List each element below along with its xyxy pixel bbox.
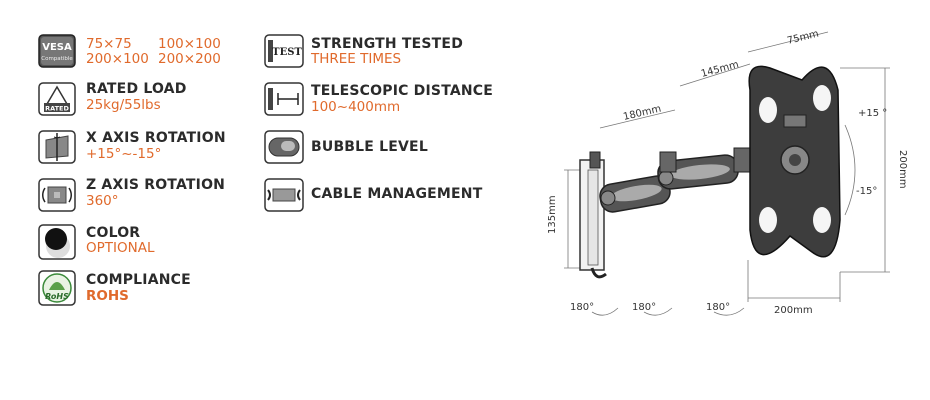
vesa-icon: VESA Compatible: [38, 34, 76, 68]
vesa-icon-subtext: Compatible: [41, 56, 73, 62]
z-axis-value: 360°: [86, 193, 119, 209]
rated-icon-text: RATED: [45, 105, 69, 113]
x-axis-value: +15°~-15°: [86, 146, 162, 162]
color-value: OPTIONAL: [86, 240, 155, 256]
dim-200mm-horizontal: 200mm: [774, 305, 813, 316]
rohs-icon: RoHS: [38, 270, 76, 306]
vesa-size: 200×100: [86, 51, 149, 67]
x-axis-rotation-icon: [38, 130, 76, 164]
telescopic-icon: [264, 82, 304, 116]
dim-75mm: 75mm: [786, 28, 820, 46]
vesa-size: 75×75: [86, 36, 132, 52]
strength-title: STRENGTH TESTED: [311, 36, 464, 52]
vesa-plate: [748, 65, 841, 258]
tilt-up-label: +15 °: [858, 108, 887, 119]
vesa-icon-text: VESA: [42, 42, 72, 53]
cable-management-title: CABLE MANAGEMENT: [311, 186, 483, 202]
tilt-down-label: -15°: [856, 186, 877, 197]
cable-management-icon: [264, 178, 304, 212]
bubble-level-icon: [264, 130, 304, 164]
x-axis-title: X AXIS ROTATION: [86, 130, 226, 146]
arm-segment: [657, 147, 751, 190]
dim-180mm: 180mm: [622, 104, 662, 123]
test-icon-text: TEST: [272, 47, 302, 58]
telescopic-title: TELESCOPIC DISTANCE: [311, 83, 494, 99]
vesa-sizes: 75×75 100×100 200×100 200×200: [86, 37, 221, 67]
wall-mount-diagram: 75mm 145mm 180mm 135mm 200mm 200mm +15 °…: [540, 20, 920, 330]
rated-load-value: 25kg/55lbs: [86, 97, 161, 113]
vesa-size: 200×200: [158, 51, 221, 67]
telescopic-value: 100~400mm: [311, 99, 401, 115]
swivel-label: 180°: [706, 302, 730, 313]
vesa-size: 100×100: [158, 36, 221, 52]
test-icon: TEST: [264, 34, 304, 68]
arm-segment: [599, 175, 671, 213]
dim-200mm-vertical: 200mm: [897, 150, 908, 189]
color-title: COLOR: [86, 225, 141, 241]
rohs-icon-text: RoHS: [45, 292, 69, 301]
strength-value: THREE TIMES: [311, 51, 402, 67]
color-icon: [38, 224, 76, 260]
rated-load-title: RATED LOAD: [86, 81, 187, 97]
z-axis-title: Z AXIS ROTATION: [86, 177, 226, 193]
swivel-label: 180°: [570, 302, 594, 313]
dim-145mm: 145mm: [700, 59, 740, 80]
compliance-value: ROHS: [86, 288, 129, 304]
bubble-level-title: BUBBLE LEVEL: [311, 139, 428, 155]
wall-plate: [579, 151, 607, 279]
z-axis-rotation-icon: [38, 178, 76, 212]
compliance-title: COMPLIANCE: [86, 272, 191, 288]
dim-135mm: 135mm: [547, 195, 558, 234]
rated-load-icon: RATED: [38, 82, 76, 116]
swivel-label: 180°: [632, 302, 656, 313]
